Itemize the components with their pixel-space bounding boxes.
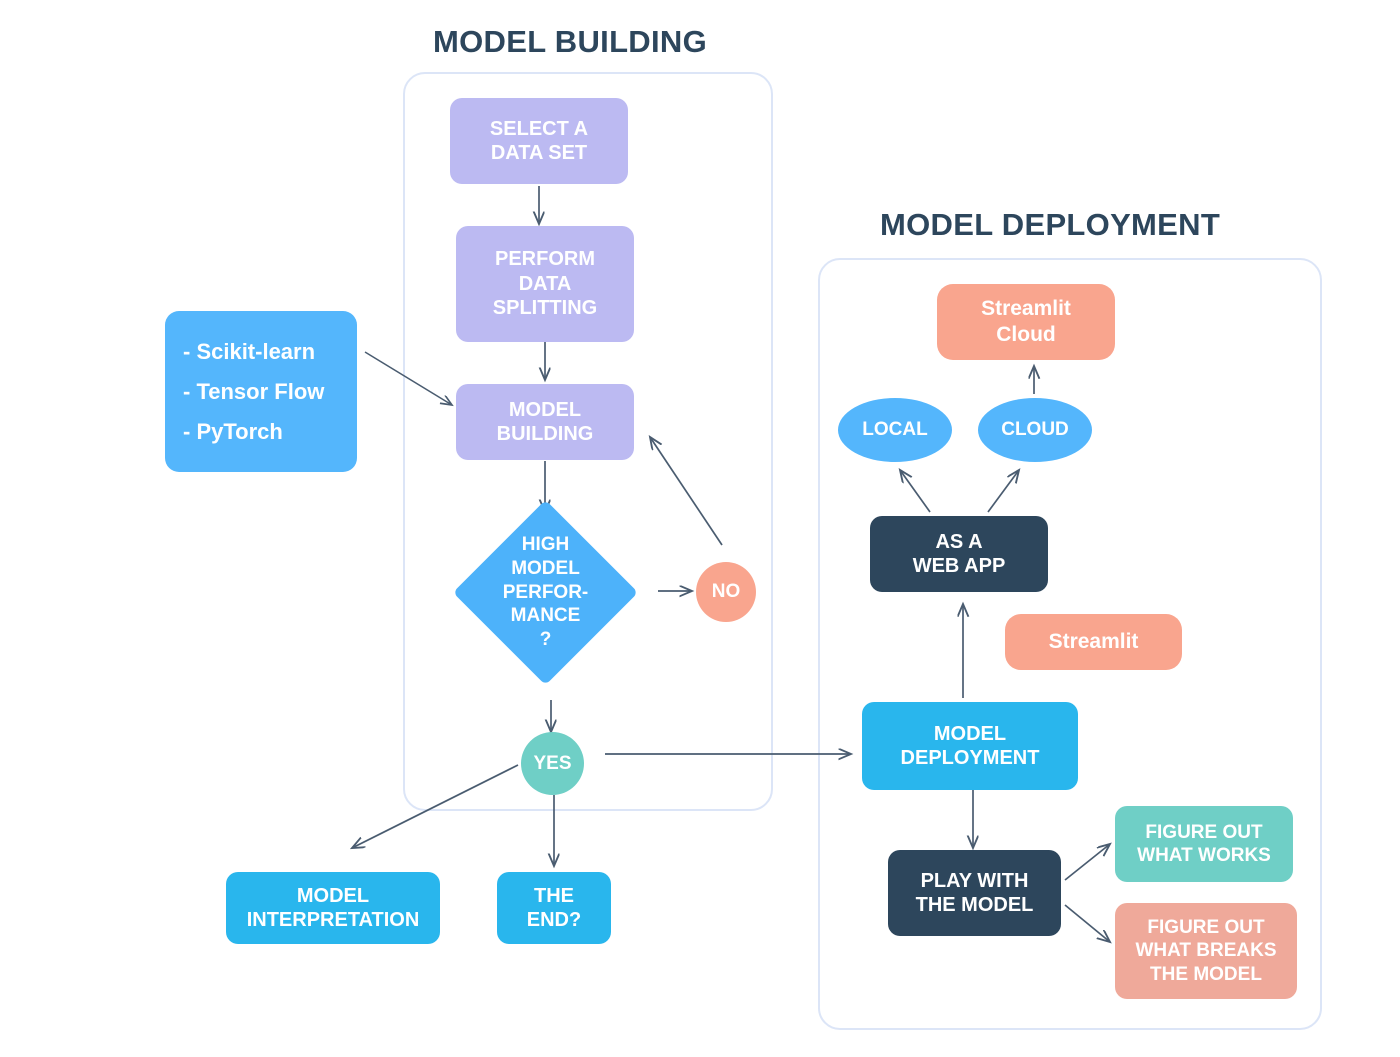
libraries-callout[interactable]: - Scikit-learn - Tensor Flow - PyTorch [165,311,357,472]
node-figure-out-what-breaks[interactable]: FIGURE OUT WHAT BREAKS THE MODEL [1115,903,1297,999]
node-the-end[interactable]: THE END? [497,872,611,944]
node-play-with-the-model[interactable]: PLAY WITH THE MODEL [888,850,1061,936]
node-streamlit-label[interactable]: Streamlit [1005,614,1182,670]
node-yes-decision[interactable]: YES [521,732,584,795]
library-item-pytorch: - PyTorch [183,418,283,444]
diamond-label: HIGH MODEL PERFOR- MANCE ? [502,533,589,651]
node-model-interpretation[interactable]: MODEL INTERPRETATION [226,872,440,944]
node-model-building[interactable]: MODEL BUILDING [456,384,634,460]
model-building-title: MODEL BUILDING [433,24,708,59]
node-model-deployment[interactable]: MODEL DEPLOYMENT [862,702,1078,790]
node-no-decision[interactable]: NO [696,562,756,622]
node-local[interactable]: LOCAL [838,398,952,462]
model-deployment-title: MODEL DEPLOYMENT [880,207,1221,242]
node-select-a-data-set[interactable]: SELECT A DATA SET [450,98,628,184]
node-streamlit-cloud[interactable]: Streamlit Cloud [937,284,1115,360]
node-cloud[interactable]: CLOUD [978,398,1092,462]
library-item-tensor-flow: - Tensor Flow [183,378,325,404]
model-building-panel [403,72,773,811]
node-figure-out-what-works[interactable]: FIGURE OUT WHAT WORKS [1115,806,1293,882]
node-high-model-performance[interactable]: HIGH MODEL PERFOR- MANCE ? [452,499,639,686]
library-item-scikit-learn: - Scikit-learn [183,338,316,364]
node-perform-data-splitting[interactable]: PERFORM DATA SPLITTING [456,226,634,342]
node-as-a-web-app[interactable]: AS A WEB APP [870,516,1048,592]
model-deployment-panel [818,258,1322,1030]
